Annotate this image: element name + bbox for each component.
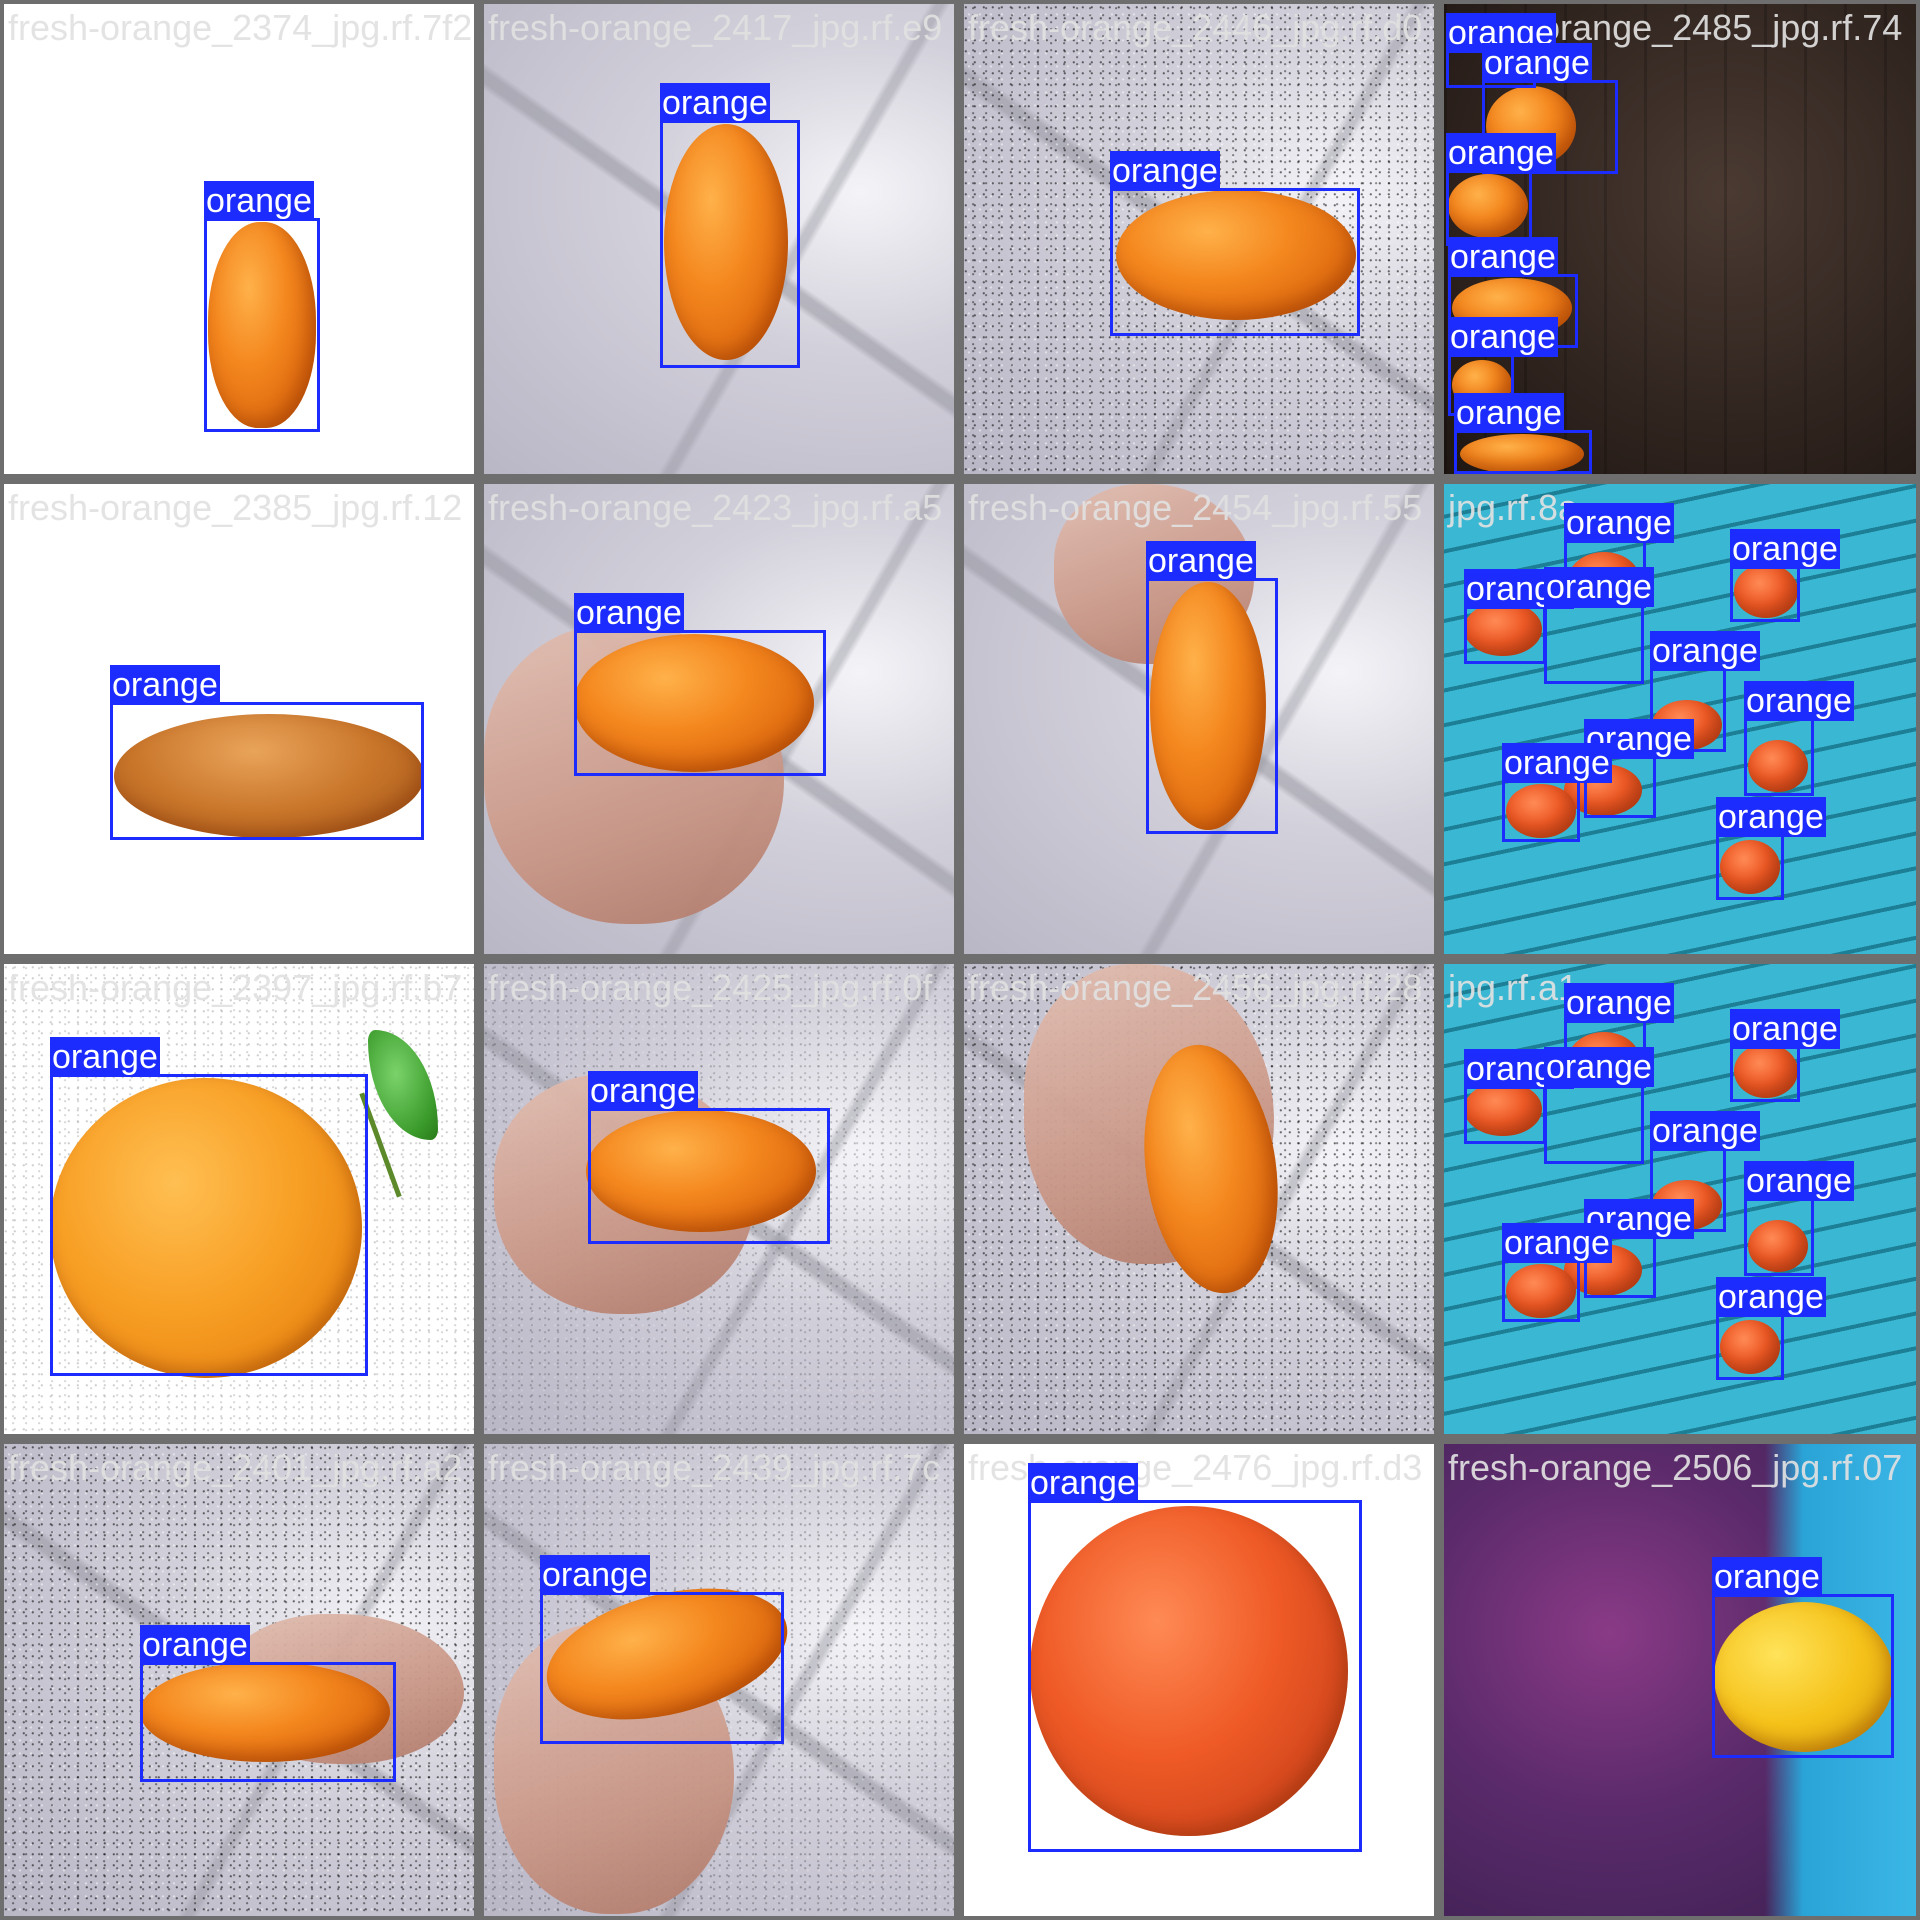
orange-fruit: [1714, 1602, 1894, 1752]
image-tile[interactable]: fresh-orange_2446_jpg.rf.d0 orange: [964, 4, 1434, 474]
bbox-label: orange: [1712, 1557, 1822, 1597]
bbox-label: orange: [50, 1037, 160, 1077]
tile-filename: fresh-orange_2485_jpg.rf.74: [1448, 7, 1903, 48]
orange-fruit: [1452, 278, 1572, 338]
orange-fruit: [1464, 602, 1542, 656]
orange-fruit: [140, 1662, 390, 1762]
bbox-label: orange: [660, 83, 770, 123]
leaf: [368, 1030, 438, 1140]
tile-filename: fresh-orange_2374_jpg.rf.7f2a284381cb56: [8, 7, 474, 48]
bbox-label: orange: [1448, 237, 1558, 277]
bounding-box: orange: [1544, 1047, 1654, 1164]
bbox-label: orange: [1730, 529, 1840, 569]
image-tile[interactable]: fresh-orange_2476_jpg.rf.d3 orange: [964, 1444, 1434, 1916]
bbox-label: orange: [1464, 569, 1574, 609]
bbox-label: orange: [1564, 503, 1674, 543]
orange-fruit: [1464, 1082, 1542, 1136]
orange-fruit: [1460, 434, 1584, 474]
orange-fruit: [1506, 784, 1576, 838]
bounding-box: orange: [1446, 13, 1556, 88]
bbox-label: orange: [1110, 151, 1220, 191]
bbox-label: orange: [1744, 1161, 1854, 1201]
bbox-label: orange: [1464, 1049, 1574, 1089]
tile-filename: fresh-orange_2506_jpg.rf.07: [1448, 1447, 1903, 1488]
image-tile[interactable]: fresh-orange_2385_jpg.rf.12 orange: [4, 484, 474, 954]
bbox-label: orange: [1028, 1463, 1138, 1503]
orange-fruit: [1568, 552, 1640, 608]
orange-fruit: [1568, 1032, 1640, 1088]
bounding-box: orange: [1544, 567, 1654, 684]
image-tile[interactable]: fresh-orange_2374_jpg.rf.7f2a284381cb56 …: [4, 4, 474, 474]
orange-fruit: [114, 714, 424, 838]
orange-fruit: [1734, 564, 1798, 618]
bbox-label: orange: [1482, 43, 1592, 83]
orange-fruit: [664, 124, 788, 360]
orange-fruit: [1652, 1180, 1722, 1230]
image-tile[interactable]: fresh-orange_2485_jpg.rf.74 orange orang…: [1444, 4, 1916, 474]
bbox-label: orange: [204, 181, 314, 221]
image-tile[interactable]: fresh-orange_2425_jpg.rf.0f orange: [484, 964, 954, 1434]
tile-filename: jpg.rf.a1: [1448, 967, 1579, 1008]
orange-fruit: [1720, 840, 1780, 894]
image-tile[interactable]: fresh-orange_2423_jpg.rf.a5 orange: [484, 484, 954, 954]
bbox-label: orange: [1730, 1009, 1840, 1049]
image-tile[interactable]: jpg.rf.a1 orange orange orange orange or…: [1444, 964, 1916, 1434]
bbox-label: orange: [1446, 13, 1556, 53]
image-tile[interactable]: fresh-orange_2506_jpg.rf.07 orange: [1444, 1444, 1916, 1916]
tile-filename: fresh-orange_2401_jpg.rf.a2: [8, 1447, 463, 1488]
orange-fruit: [1448, 174, 1528, 238]
orange-fruit: [1452, 360, 1512, 410]
orange-fruit: [574, 634, 814, 772]
bbox-label: orange: [1650, 631, 1760, 671]
image-tile[interactable]: fresh-orange_2417_jpg.rf.e9 orange: [484, 4, 954, 474]
image-tile[interactable]: fresh-orange_2456_jpg.rf.28: [964, 964, 1434, 1434]
tile-filename: fresh-orange_2423_jpg.rf.a5: [488, 487, 943, 528]
bbox-label: orange: [540, 1555, 650, 1595]
bbox-label: orange: [110, 665, 220, 705]
tile-filename: fresh-orange_2397_jpg.rf.b7: [8, 967, 463, 1008]
orange-fruit: [1748, 740, 1808, 792]
image-tile[interactable]: fresh-orange_2454_jpg.rf.55 orange: [964, 484, 1434, 954]
bbox-label: orange: [1716, 1277, 1826, 1317]
orange-fruit: [1030, 1506, 1348, 1836]
orange-fruit: [50, 1078, 362, 1378]
orange-fruit: [1150, 582, 1266, 830]
orange-fruit: [1734, 1044, 1798, 1098]
image-tile[interactable]: fresh-orange_2397_jpg.rf.b7 orange: [4, 964, 474, 1434]
tile-filename: fresh-orange_2446_jpg.rf.d0: [968, 7, 1423, 48]
orange-fruit: [1486, 86, 1576, 166]
bbox-label: orange: [1716, 797, 1826, 837]
tile-filename: fresh-orange_2425_jpg.rf.0f: [488, 967, 933, 1008]
bbox-label: orange: [1564, 983, 1674, 1023]
orange-fruit: [1652, 700, 1722, 750]
tile-filename: fresh-orange_2476_jpg.rf.d3: [968, 1447, 1423, 1488]
bbox-label: orange: [1650, 1111, 1760, 1151]
image-tile[interactable]: fresh-orange_2439_jpg.rf.7c orange: [484, 1444, 954, 1916]
orange-fruit: [1116, 190, 1356, 320]
tile-filename: fresh-orange_2385_jpg.rf.12: [8, 487, 463, 528]
orange-fruit: [1748, 1220, 1808, 1272]
tile-filename: fresh-orange_2439_jpg.rf.7c: [488, 1447, 941, 1488]
orange-fruit: [586, 1110, 816, 1232]
orange-fruit: [1720, 1320, 1780, 1374]
orange-fruit: [208, 222, 316, 428]
image-tile[interactable]: jpg.rf.8a orange orange orange orange or…: [1444, 484, 1916, 954]
bbox-label: orange: [1744, 681, 1854, 721]
tile-filename: fresh-orange_2417_jpg.rf.e9: [488, 7, 943, 48]
image-tile[interactable]: fresh-orange_2401_jpg.rf.a2 orange: [4, 1444, 474, 1916]
tile-filename: jpg.rf.8a: [1448, 487, 1579, 528]
orange-fruit: [1506, 1264, 1576, 1318]
